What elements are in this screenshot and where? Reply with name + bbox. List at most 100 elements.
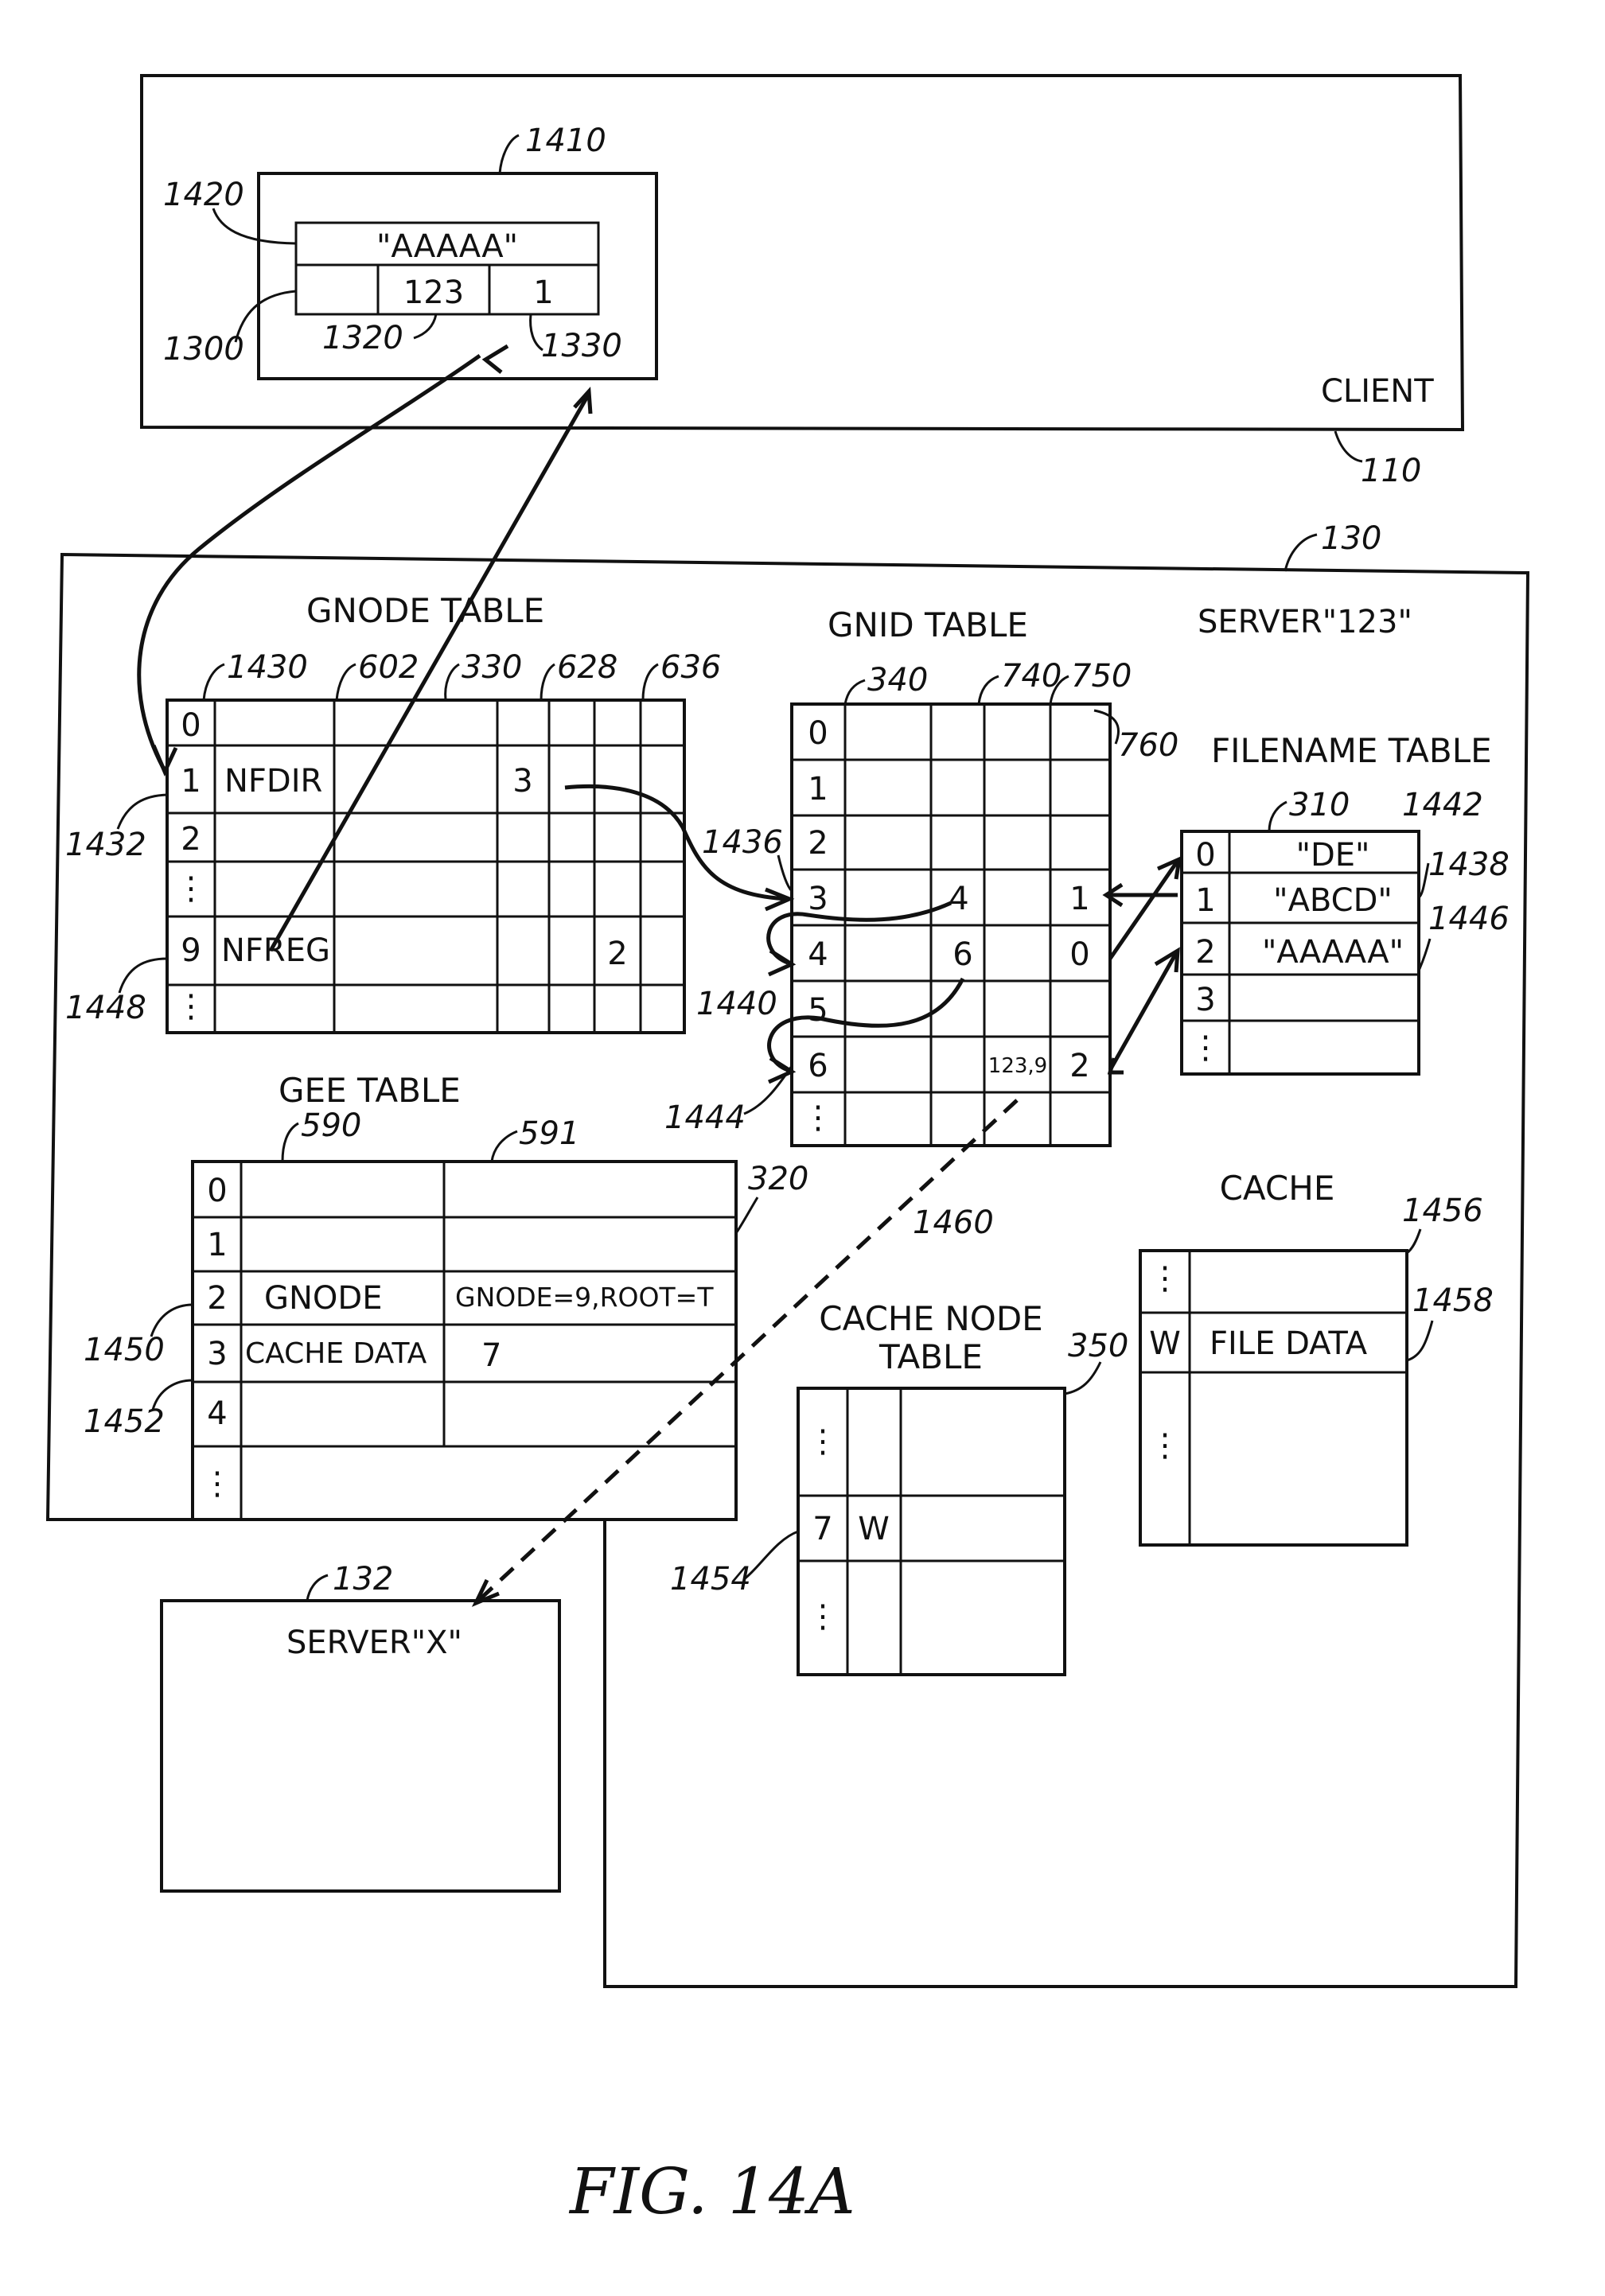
gnode-row-index: ⋮ bbox=[175, 988, 207, 1025]
cache-node-flag-cell: W bbox=[858, 1511, 890, 1547]
ref-1410: 1410 bbox=[525, 123, 606, 159]
handle-gnode-value: 1 bbox=[533, 274, 553, 311]
cache-content-cell: FILE DATA bbox=[1210, 1325, 1368, 1362]
filename-row-index: 2 bbox=[1195, 934, 1215, 971]
gnid-row-index: 0 bbox=[808, 715, 828, 752]
gee-table: GEE TABLE bbox=[191, 1071, 738, 1521]
gee-row-index: 2 bbox=[207, 1280, 227, 1317]
gee-row-index: ⋮ bbox=[201, 1465, 233, 1502]
client-box bbox=[140, 74, 1465, 432]
gee-type-cell: GNODE bbox=[264, 1280, 382, 1317]
ref-320: 320 bbox=[748, 1161, 808, 1197]
cache-node-row-index: ⋮ bbox=[807, 1598, 839, 1635]
gnid-row-index: 2 bbox=[808, 825, 828, 862]
gnid-filename-cell: 0 bbox=[1069, 936, 1089, 973]
gee-data-cell: GNODE=9,ROOT=T bbox=[455, 1282, 714, 1313]
ref-132: 132 bbox=[333, 1561, 393, 1597]
ref-1320: 1320 bbox=[322, 320, 403, 356]
leader-1330 bbox=[529, 313, 543, 352]
gnode-row-index: 9 bbox=[181, 932, 201, 969]
file-handle-box bbox=[257, 172, 658, 380]
leader-1410 bbox=[498, 134, 520, 174]
handle-name-value: "AAAAA" bbox=[376, 228, 518, 265]
ref-1458: 1458 bbox=[1412, 1282, 1494, 1319]
filename-row-index: 3 bbox=[1195, 982, 1215, 1018]
gnid-sibling-cell: 4 bbox=[949, 881, 968, 917]
ref-750: 750 bbox=[1071, 658, 1132, 695]
filename-name-cell: "DE" bbox=[1296, 837, 1370, 874]
leader-110 bbox=[1334, 430, 1363, 463]
ref-628: 628 bbox=[557, 649, 617, 686]
gnid-row-index: 6 bbox=[808, 1048, 828, 1084]
gnid-row-index: 3 bbox=[808, 881, 828, 917]
gnode-row-index: 0 bbox=[181, 707, 201, 744]
gnode-table: GNODE TABLE bbox=[166, 591, 686, 1034]
ref-110: 110 bbox=[1361, 453, 1421, 489]
leader-1300 bbox=[234, 290, 297, 343]
ref-1432: 1432 bbox=[65, 827, 146, 863]
gnode-row-index: 1 bbox=[181, 763, 201, 800]
gee-row-index: 1 bbox=[207, 1227, 227, 1263]
gnid-table-title: GNID TABLE bbox=[828, 605, 1028, 644]
client-label: CLIENT bbox=[1321, 373, 1434, 410]
gnid-row-index: 5 bbox=[808, 992, 828, 1029]
cache-node-table-title-2: TABLE bbox=[878, 1337, 983, 1376]
filename-name-cell: "AAAAA" bbox=[1262, 934, 1404, 971]
ref-591: 591 bbox=[519, 1115, 579, 1152]
gnid-row-index: 4 bbox=[808, 936, 828, 973]
gnode-gnid-ref-cell: 3 bbox=[512, 763, 532, 800]
gee-row-index: 0 bbox=[207, 1173, 227, 1209]
gnid-sibling-cell: 6 bbox=[952, 936, 972, 973]
ref-590: 590 bbox=[301, 1107, 361, 1144]
ref-340: 340 bbox=[867, 662, 928, 699]
gnode-table-title: GNODE TABLE bbox=[306, 591, 544, 630]
ref-1448: 1448 bbox=[65, 990, 146, 1026]
leader-130 bbox=[1284, 533, 1318, 572]
filename-row-index: 1 bbox=[1195, 882, 1215, 919]
server-123-label: SERVER"123" bbox=[1198, 604, 1412, 640]
ref-1460: 1460 bbox=[913, 1204, 994, 1241]
arrows bbox=[137, 344, 1182, 1607]
gee-row-index: 3 bbox=[207, 1336, 227, 1372]
ref-130: 130 bbox=[1321, 520, 1381, 557]
ref-1330: 1330 bbox=[541, 328, 622, 364]
cache-node-table-title-1: CACHE NODE bbox=[819, 1299, 1042, 1338]
ref-1450: 1450 bbox=[84, 1332, 165, 1368]
ref-310: 310 bbox=[1289, 787, 1350, 823]
ref-602: 602 bbox=[358, 649, 419, 686]
figure-caption: FIG. 14A bbox=[568, 2154, 855, 2228]
cache-row-index: W bbox=[1149, 1325, 1181, 1362]
gnid-filename-cell: 2 bbox=[1069, 1048, 1089, 1084]
ref-760: 760 bbox=[1118, 727, 1178, 764]
ref-1442: 1442 bbox=[1402, 787, 1483, 823]
gnid-row-index: 1 bbox=[808, 771, 828, 807]
gee-data-cell: 7 bbox=[481, 1337, 501, 1374]
gee-table-title: GEE TABLE bbox=[279, 1071, 461, 1110]
gnode-gee-ref-cell: 2 bbox=[607, 936, 627, 972]
gnid-remote-ref-cell: 123,9 bbox=[988, 1054, 1047, 1078]
ref-1430: 1430 bbox=[227, 649, 308, 686]
ref-1436: 1436 bbox=[702, 824, 783, 861]
ref-636: 636 bbox=[660, 649, 721, 686]
ref-740: 740 bbox=[1001, 658, 1062, 695]
cache-title: CACHE bbox=[1220, 1169, 1335, 1208]
leader-1420 bbox=[212, 208, 297, 245]
gee-row-index: 4 bbox=[207, 1395, 227, 1432]
leader-1320 bbox=[413, 313, 438, 340]
filename-row-index: ⋮ bbox=[1190, 1029, 1221, 1066]
ref-350: 350 bbox=[1068, 1328, 1128, 1364]
cache-row-index: ⋮ bbox=[1149, 1260, 1181, 1297]
server-123-box bbox=[45, 552, 1530, 1988]
cache-node-row-index: ⋮ bbox=[807, 1423, 839, 1460]
server-x-label: SERVER"X" bbox=[286, 1625, 462, 1661]
filename-table: FILENAME TABLE bbox=[1180, 731, 1492, 1076]
filename-table-title: FILENAME TABLE bbox=[1211, 731, 1492, 770]
ref-1444: 1444 bbox=[664, 1099, 746, 1136]
ref-1420: 1420 bbox=[163, 177, 244, 213]
gnode-row-index: ⋮ bbox=[175, 870, 207, 907]
gnode-row-index: 2 bbox=[181, 821, 201, 858]
ref-1446: 1446 bbox=[1428, 901, 1510, 937]
ref-1456: 1456 bbox=[1402, 1193, 1483, 1229]
ref-1440: 1440 bbox=[696, 986, 777, 1022]
